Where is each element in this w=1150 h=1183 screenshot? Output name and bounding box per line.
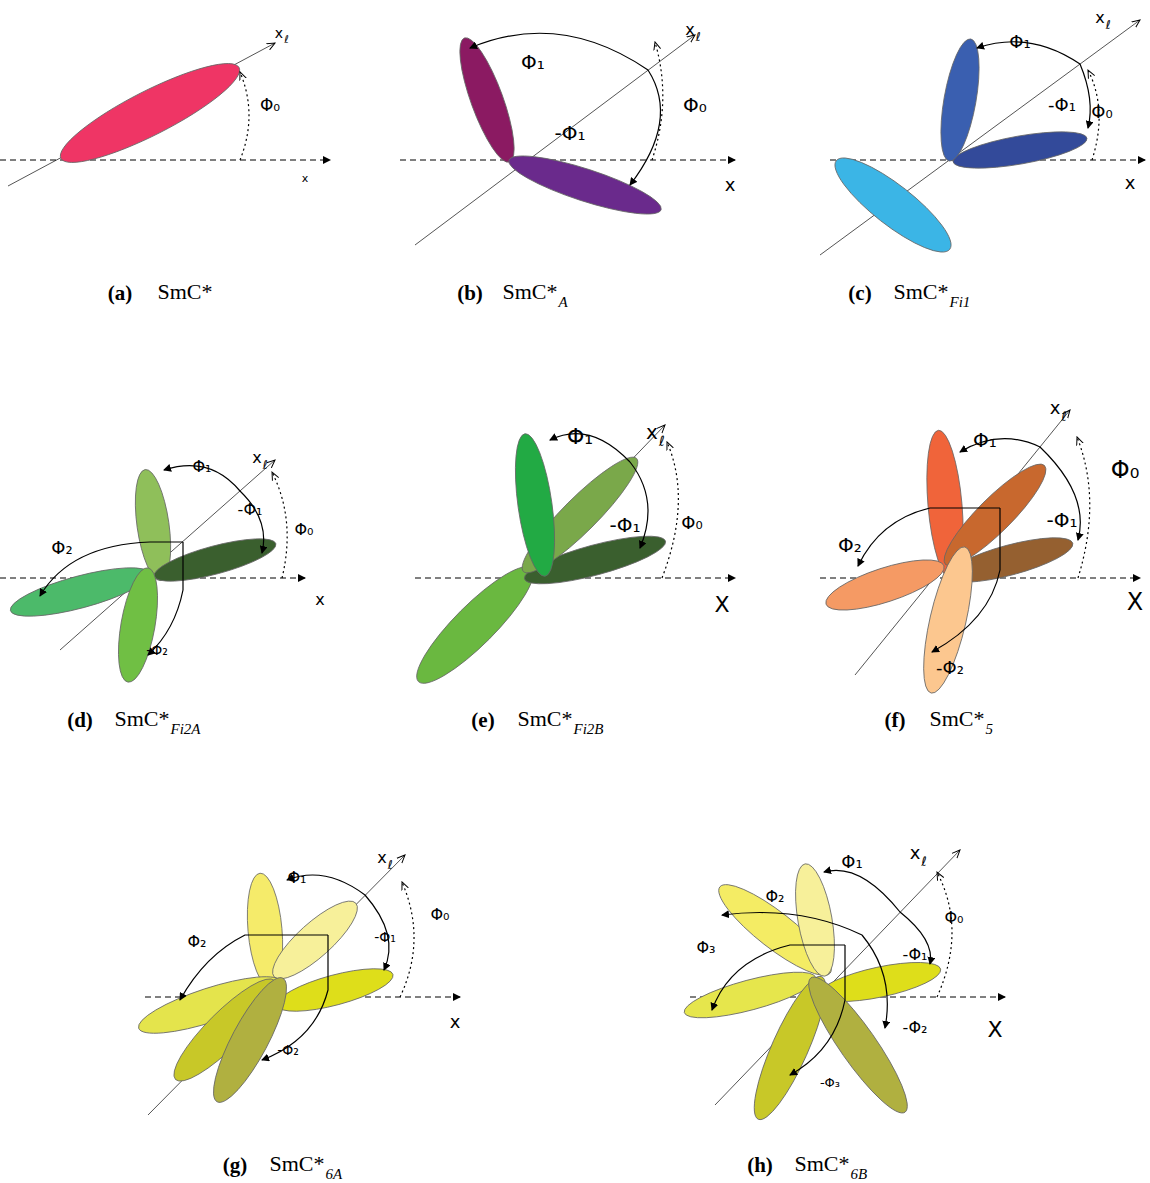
panel-letter: (a)	[108, 283, 133, 304]
angle-label: Φ₂	[187, 934, 206, 950]
angle-label: Φ₀	[1111, 458, 1140, 482]
phase-name: SmC*	[502, 281, 557, 303]
phase-subscript: Fi2B	[574, 722, 604, 737]
axis-subscript: ℓ	[1106, 19, 1111, 31]
angle-label: -Φ₁	[555, 123, 586, 143]
angle-label: Φ₁	[192, 459, 211, 475]
angle-label: Φ₀	[681, 514, 702, 532]
angle-label: -Φ₂	[277, 1043, 299, 1057]
panel-letter: (d)	[67, 710, 93, 731]
axis-subscript: ℓ	[263, 459, 268, 471]
angle-label: Φ₁	[1009, 33, 1030, 51]
phase-name: SmC*	[794, 1153, 849, 1175]
angle-label: -Φ₁	[610, 515, 641, 535]
angle-label: Φ₀	[683, 95, 707, 115]
angle-label: -Φ₁	[374, 930, 396, 944]
angle-label: -Φ₂	[903, 1020, 928, 1036]
angle-label: -Φ₁	[1047, 510, 1078, 530]
phase-name: SmC*	[269, 1153, 324, 1175]
phase-subscript: 6B	[851, 1167, 868, 1182]
axis-subscript: ℓ	[388, 859, 393, 871]
phase-subscript: Fi1	[950, 295, 971, 310]
angle-label: Φ₀	[260, 97, 280, 114]
angle-label: x	[685, 22, 694, 38]
phase-name: SmC*	[517, 708, 572, 730]
axis-subscript: ℓ	[284, 34, 289, 45]
angle-label: Φ₁	[973, 430, 997, 450]
angle-label: Φ₁	[841, 853, 862, 871]
angle-label: x	[377, 850, 386, 866]
angle-label: x	[646, 422, 658, 442]
angle-label: Φ₂	[51, 539, 72, 557]
panel-letter: (f)	[885, 710, 906, 731]
panel-letter: (h)	[747, 1155, 773, 1176]
angle-label: Φ₃	[696, 940, 715, 956]
angle-label: Φ₂	[765, 889, 784, 905]
phase-subscript: 6A	[326, 1167, 343, 1182]
angle-label: x	[302, 173, 309, 184]
angle-label: x	[725, 176, 736, 194]
panel-letter: (c)	[848, 283, 871, 304]
angle-label: -Φ₂	[936, 659, 964, 677]
angle-label: X	[987, 1019, 1002, 1041]
angle-label: X	[1127, 590, 1143, 614]
phase-subscript: 5	[986, 722, 994, 737]
phase-name: SmC*	[929, 708, 984, 730]
angle-label: Φ₁	[287, 870, 306, 886]
angle-label: Φ₂	[838, 535, 862, 555]
angle-label: Φ₀	[294, 522, 313, 538]
phase-subscript: A	[559, 295, 568, 310]
axis-subscript: ℓ	[659, 434, 665, 448]
angle-label: -Φ₁	[903, 947, 928, 963]
axis-subscript: ℓ	[921, 855, 926, 868]
panel-letter: (g)	[223, 1155, 248, 1176]
axis-subscript: ℓ	[696, 31, 701, 43]
panel-letter: (b)	[457, 283, 483, 304]
panel-letter: (e)	[471, 710, 494, 731]
angle-label: -Φ₃	[820, 1076, 840, 1089]
phase-name: SmC*	[157, 281, 212, 303]
angle-label: x	[910, 844, 921, 862]
angle-label: Φ₁	[521, 52, 545, 72]
angle-label: Φ₀	[944, 910, 963, 926]
angle-label: x	[275, 26, 283, 40]
angle-label: Φ₀	[1091, 103, 1112, 121]
phase-name: SmC*	[893, 281, 948, 303]
angle-label: x	[1125, 174, 1136, 192]
angle-label: -Φ₂	[146, 643, 168, 657]
angle-label: X	[714, 594, 729, 616]
angle-label: Φ₀	[430, 907, 449, 923]
angle-label: x	[450, 1013, 461, 1031]
phase-name: SmC*	[114, 708, 169, 730]
angle-label: x	[315, 592, 324, 608]
angle-label: x	[1095, 10, 1104, 26]
angle-label: -Φ₁	[1048, 96, 1076, 114]
angle-label: Φ₁	[567, 426, 593, 448]
phase-subscript: Fi2A	[171, 722, 201, 737]
angle-label: x	[252, 450, 261, 466]
angle-label: x	[1050, 399, 1061, 417]
angle-label: -Φ₁	[238, 502, 263, 518]
axis-subscript: ℓ	[1061, 410, 1066, 423]
